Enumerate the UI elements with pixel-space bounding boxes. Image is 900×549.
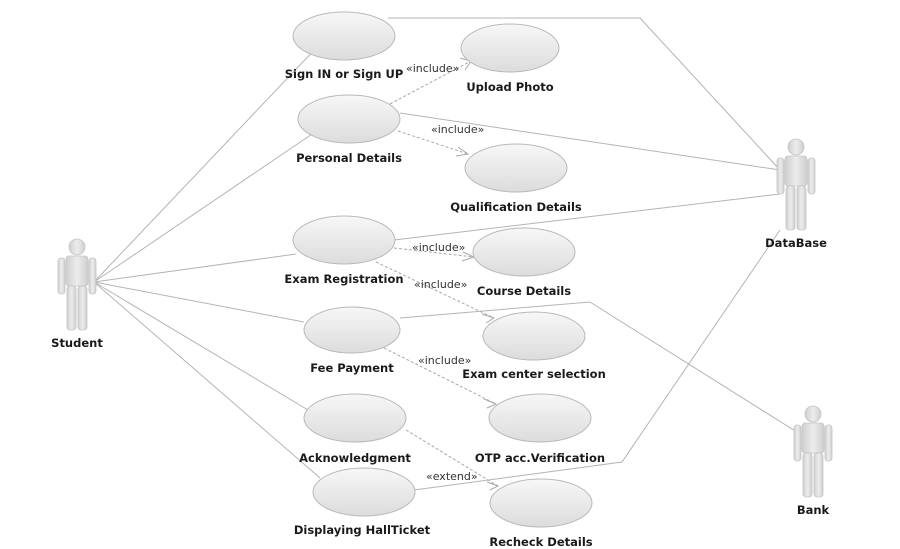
include-qualification-line [397, 130, 469, 155]
assoc-student-personal-details [93, 129, 319, 283]
database-associations [388, 17, 781, 491]
assoc-hallticket-database [413, 229, 781, 491]
include-qualification-arrow [455, 146, 470, 157]
include-otp-line [383, 347, 497, 405]
include-exam-center-line [375, 261, 495, 319]
use-case-otp-verification-label: OTP acc.Verification [475, 451, 605, 465]
use-case-otp-verification[interactable]: OTP acc.Verification [475, 393, 605, 465]
use-case-qualification-details-label: Qualification Details [450, 200, 582, 214]
assoc-student-sign-in [93, 45, 319, 283]
use-case-fee-payment-label: Fee Payment [310, 361, 394, 375]
stereotype-extend-recheck: «extend» [426, 470, 478, 483]
stereotype-include-upload: «include» [406, 62, 459, 75]
use-case-fee-payment[interactable]: Fee Payment [303, 306, 401, 375]
stereotype-labels: «include» «include» «include» «include» … [406, 62, 484, 483]
assoc-fee-payment-bank [399, 301, 801, 435]
database-icon [776, 138, 816, 231]
include-exam-center-arrow [481, 313, 496, 324]
actor-student-label: Student [51, 336, 103, 350]
stereotype-include-qualification: «include» [431, 123, 484, 136]
use-case-recheck-details[interactable]: Recheck Details [489, 478, 593, 549]
extend-recheck-arrow [486, 481, 500, 491]
use-case-acknowledgment-label: Acknowledgment [299, 451, 411, 465]
actor-bank[interactable]: Bank [793, 405, 833, 517]
include-upload-photo-line [389, 60, 472, 105]
actor-bank-label: Bank [797, 503, 830, 517]
use-case-displaying-hallticket-label: Displaying HallTicket [294, 523, 431, 537]
include-course-line [393, 247, 475, 258]
actor-student[interactable]: Student [51, 238, 103, 350]
actor-database[interactable]: DataBase [765, 138, 827, 250]
use-case-sign-in[interactable]: Sign IN or Sign UP [285, 11, 404, 81]
use-case-acknowledgment[interactable]: Acknowledgment [299, 393, 411, 465]
assoc-student-acknowledgment [93, 281, 309, 411]
actor-database-label: DataBase [765, 236, 827, 250]
use-case-recheck-details-label: Recheck Details [489, 535, 592, 549]
assoc-student-hallticket [93, 281, 321, 479]
use-case-course-details-label: Course Details [477, 284, 571, 298]
use-case-upload-photo-label: Upload Photo [466, 80, 553, 94]
use-case-course-details[interactable]: Course Details [472, 227, 576, 298]
use-case-exam-center-selection[interactable]: Exam center selection [462, 311, 606, 381]
use-case-exam-registration[interactable]: Exam Registration [284, 215, 404, 286]
stereotype-include-otp: «include» [418, 354, 471, 367]
assoc-student-fee-payment [93, 281, 305, 323]
assoc-exam-registration-database [393, 193, 781, 241]
use-case-qualification-details[interactable]: Qualification Details [450, 143, 582, 214]
use-case-upload-photo[interactable]: Upload Photo [460, 23, 560, 94]
stereotype-include-exam-center: «include» [414, 278, 467, 291]
use-case-sign-in-label: Sign IN or Sign UP [285, 67, 404, 81]
use-cases: Sign IN or Sign UP Upload Photo Personal… [284, 11, 606, 549]
assoc-student-exam-registration [93, 253, 297, 283]
use-case-personal-details[interactable]: Personal Details [296, 94, 402, 165]
use-case-exam-center-selection-label: Exam center selection [462, 367, 606, 381]
assoc-personal-details-database [399, 112, 781, 171]
include-otp-arrow [483, 398, 498, 409]
use-case-personal-details-label: Personal Details [296, 151, 402, 165]
stereotype-include-course: «include» [412, 241, 465, 254]
assoc-sign-in-database [388, 17, 781, 171]
extend-recheck-line [405, 429, 499, 487]
bank-icon [793, 405, 833, 498]
use-case-exam-registration-label: Exam Registration [284, 272, 403, 286]
use-case-displaying-hallticket[interactable]: Displaying HallTicket [294, 467, 431, 537]
student-icon [57, 238, 97, 331]
student-associations [93, 45, 321, 479]
